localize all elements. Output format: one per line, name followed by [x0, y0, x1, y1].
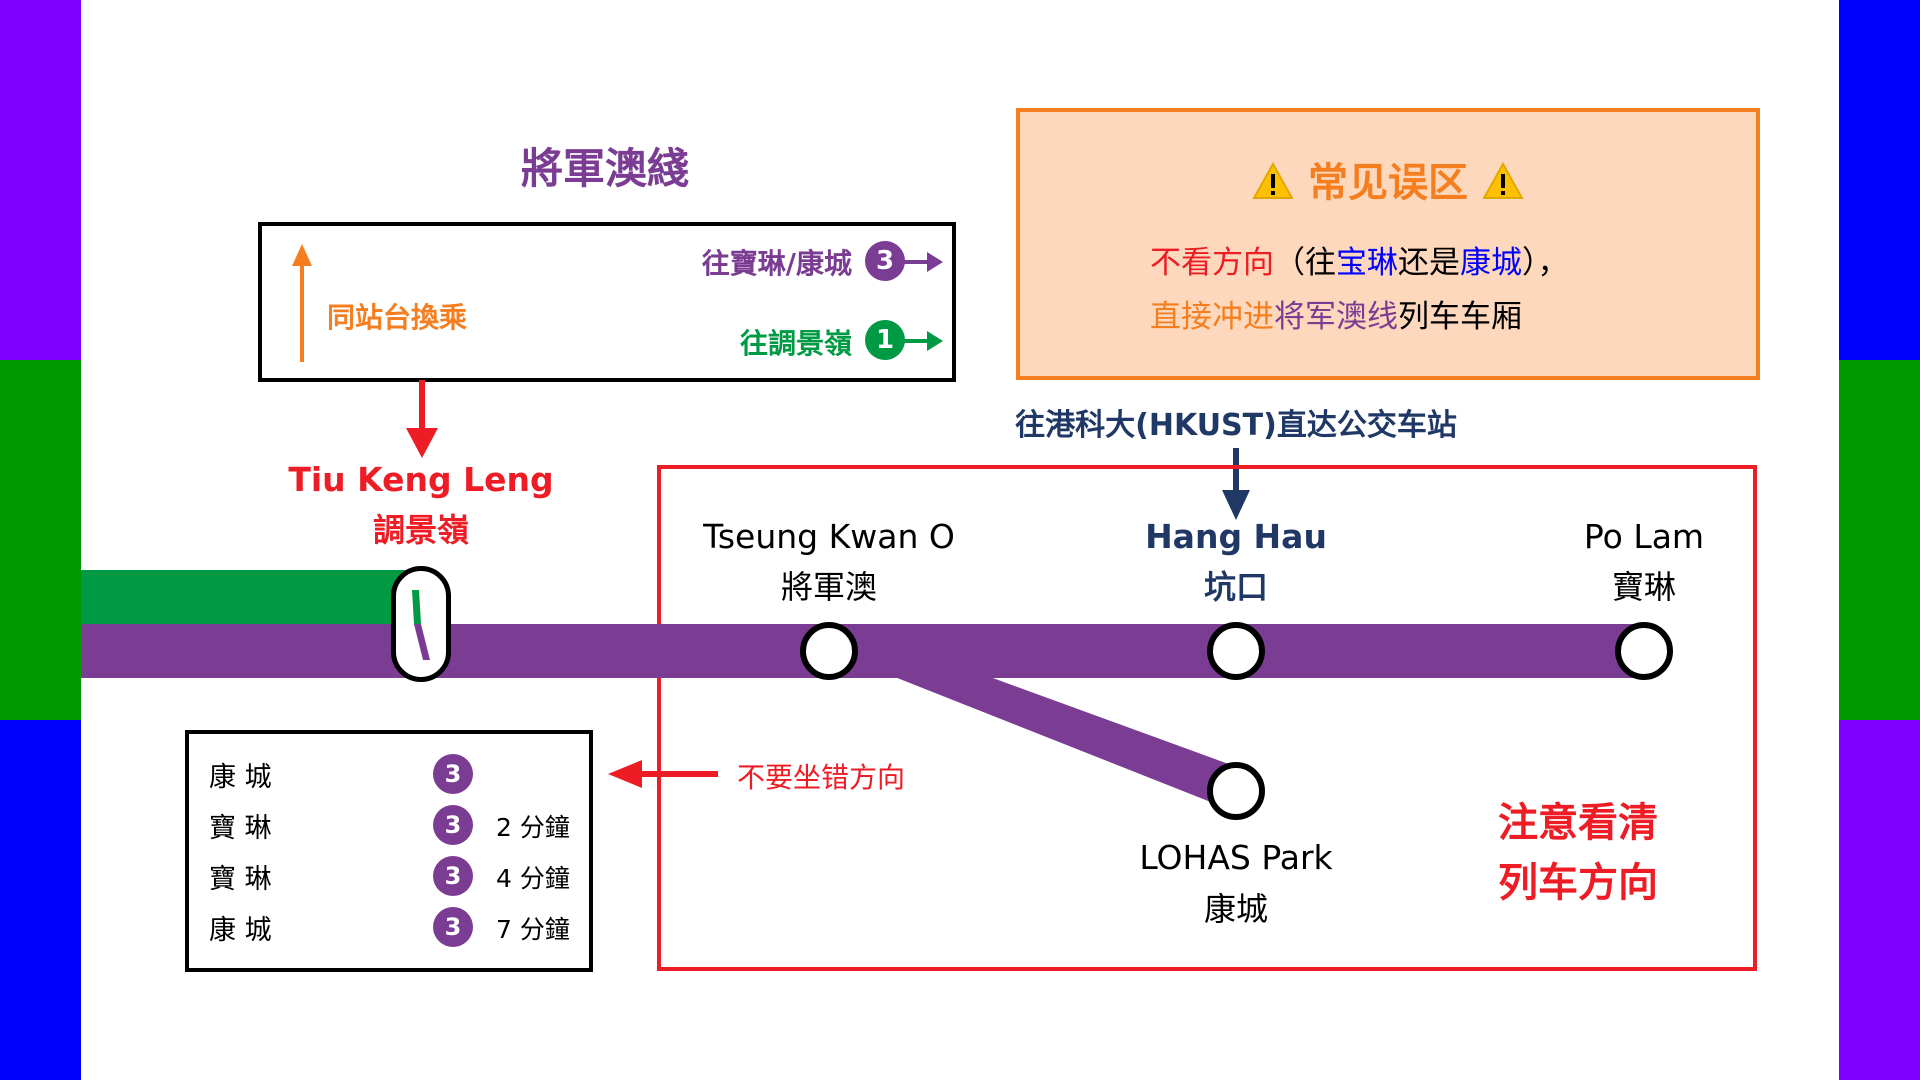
route-purple-arrow-icon: [903, 252, 943, 272]
station-tseung-kwan-o[interactable]: [800, 622, 858, 680]
right-band-blue: [1839, 0, 1920, 360]
bus-note: 往港科大(HKUST)直达公交车站: [1015, 408, 1457, 443]
departure-line-badge: 3: [433, 754, 473, 794]
route-purple-label: 往寶琳/康城: [701, 247, 852, 280]
departure-time: 7 分鐘: [496, 915, 570, 944]
attention-note-line1: 注意看清: [1498, 800, 1658, 846]
tseung-kwan-o-line-track: [81, 624, 1646, 678]
warning-icon-right: [1482, 161, 1524, 199]
transfer-arrow-icon: [292, 244, 312, 362]
left-band-purple: [0, 0, 81, 360]
right-band-purple: [1839, 720, 1920, 1080]
tkl-name-en: Tiu Keng Leng: [288, 460, 554, 499]
hang-hau-name-zh: 坑口: [1203, 568, 1269, 606]
departure-dest: 寶 琳: [209, 813, 272, 844]
station-hang-hau[interactable]: [1207, 622, 1265, 680]
warning-line1-part1: 不看方向: [1150, 245, 1274, 281]
warning-line2-part3: 列车车厢: [1398, 299, 1522, 335]
left-band-blue: [0, 720, 81, 1080]
attention-note-line2: 列车方向: [1498, 860, 1658, 906]
tko-name-zh: 將軍澳: [780, 568, 878, 606]
route-green-arrow-icon: [903, 331, 943, 351]
tko-name-en: Tseung Kwan O: [703, 517, 955, 556]
right-band-green: [1839, 360, 1920, 720]
departure-dest: 康 城: [209, 915, 272, 946]
departure-board: [185, 730, 593, 972]
warning-title-row: 常见误区: [1016, 150, 1760, 208]
warning-line2-part2: 将军澳线: [1274, 299, 1398, 335]
po-lam-name-zh: 寶琳: [1611, 568, 1677, 606]
warning-line2-part1: 直接冲进: [1150, 299, 1274, 335]
left-band-green: [0, 360, 81, 720]
lohas-name-en: LOHAS Park: [1139, 838, 1333, 877]
tkl-interchange-marker: [412, 590, 430, 660]
hang-hau-name-en: Hang Hau: [1145, 517, 1327, 556]
departure-time: 4 分鐘: [496, 864, 570, 893]
bus-arrow-icon: [1222, 448, 1250, 520]
warning-line1-part3: 宝琳: [1336, 245, 1398, 281]
po-lam-name-en: Po Lam: [1583, 517, 1705, 556]
warning-title: 常见误区: [1308, 160, 1468, 206]
kwun-tong-line-track: [81, 570, 421, 624]
departure-time: 2 分鐘: [496, 813, 570, 842]
attention-frame: [657, 465, 1757, 971]
down-arrow-icon: [406, 380, 438, 458]
platform-box: [258, 222, 956, 382]
station-po-lam[interactable]: [1615, 622, 1673, 680]
route-purple-badge: 3: [865, 241, 905, 281]
warning-line1-part2: （往: [1274, 245, 1336, 281]
route-green-label: 往調景嶺: [739, 327, 852, 360]
departure-dest: 康 城: [209, 762, 272, 793]
warning-line2: 直接冲进将军澳线列车车厢: [1150, 291, 1522, 336]
left-arrow-icon: [608, 760, 718, 788]
departure-line-badge: 3: [433, 856, 473, 896]
route-green-badge: 1: [865, 320, 905, 360]
departure-line-badge: 3: [433, 907, 473, 947]
lohas-name-zh: 康城: [1203, 890, 1269, 928]
departure-dest: 寶 琳: [209, 864, 272, 895]
tkl-name-zh: 調景嶺: [372, 511, 470, 549]
station-lohas-park[interactable]: [1207, 762, 1265, 820]
warning-line1: 不看方向（往宝琳还是康城），: [1150, 237, 1569, 282]
warning-box: [1016, 108, 1760, 380]
warning-line1-part6: ），: [1522, 245, 1569, 281]
warning-icon-left: [1252, 161, 1294, 199]
wrong-direction-note: 不要坐错方向: [737, 761, 906, 794]
line-title: 將軍澳綫: [520, 144, 690, 193]
departure-line-badge: 3: [433, 805, 473, 845]
warning-line1-part5: 康城: [1460, 245, 1522, 281]
transfer-label: 同站台換乘: [327, 301, 468, 334]
warning-line1-part4: 还是: [1398, 245, 1460, 281]
